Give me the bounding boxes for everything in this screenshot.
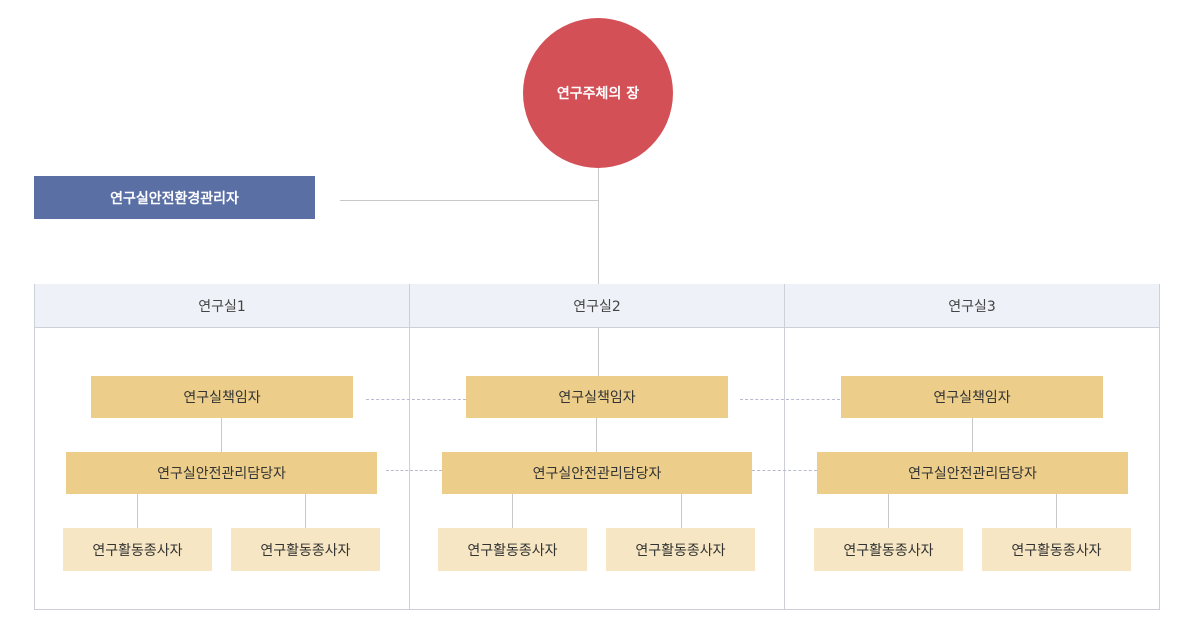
safety-manager-label: 연구실안전관리담당자	[157, 466, 286, 482]
lab3-worker-connector	[888, 494, 889, 528]
lab-header-2: 연구실2	[410, 284, 784, 328]
chief-link-dashed	[366, 399, 466, 400]
lab3-safety-manager-box: 연구실안전관리담당자	[817, 452, 1128, 494]
column-divider	[409, 284, 410, 610]
chief-label: 연구실책임자	[933, 390, 1011, 406]
lab1-safety-manager-box: 연구실안전관리담당자	[66, 452, 377, 494]
worker-label: 연구활동종사자	[260, 542, 351, 559]
lab1-worker-box-2: 연구활동종사자	[231, 528, 380, 571]
lab2-chief-box: 연구실책임자	[466, 376, 728, 418]
lab1-worker-connector	[137, 494, 138, 528]
worker-label: 연구활동종사자	[92, 542, 183, 559]
column-divider	[784, 284, 785, 610]
lab3-worker-connector	[1056, 494, 1057, 528]
head-node: 연구주체의 장	[523, 18, 673, 168]
lab3-worker-box-2: 연구활동종사자	[982, 528, 1131, 571]
worker-label: 연구활동종사자	[635, 542, 726, 559]
lab2-safety-manager-box: 연구실안전관리담당자	[442, 452, 752, 494]
lab1-chief-connector	[221, 418, 222, 452]
lab1-worker-box-1: 연구활동종사자	[63, 528, 212, 571]
lab2-chief-connector	[596, 418, 597, 452]
chief-label: 연구실책임자	[558, 390, 636, 406]
lab1-worker-connector	[305, 494, 306, 528]
lab2-worker-connector	[681, 494, 682, 528]
safety-manager-label: 연구실안전관리담당자	[908, 466, 1037, 482]
lab2-worker-box-2: 연구활동종사자	[606, 528, 755, 571]
head-label: 연구주체의 장	[556, 86, 640, 102]
lab-name: 연구실2	[573, 298, 621, 315]
worker-label: 연구활동종사자	[467, 542, 558, 559]
manager-node: 연구실안전환경관리자	[34, 176, 315, 219]
safety-link-dashed	[752, 470, 817, 471]
manager-connector-line	[340, 200, 598, 201]
head-connector-line	[598, 168, 599, 284]
lab2-worker-box-1: 연구활동종사자	[438, 528, 587, 571]
lab3-worker-box-1: 연구활동종사자	[814, 528, 963, 571]
lab3-chief-box: 연구실책임자	[841, 376, 1103, 418]
worker-label: 연구활동종사자	[1011, 542, 1102, 559]
chief-link-dashed	[740, 399, 840, 400]
lab3-chief-connector	[972, 418, 973, 452]
lab-name: 연구실3	[948, 298, 996, 315]
safety-link-dashed	[386, 470, 442, 471]
safety-manager-label: 연구실안전관리담당자	[532, 466, 662, 482]
worker-label: 연구활동종사자	[843, 542, 934, 559]
lab-header-1: 연구실1	[35, 284, 409, 328]
lab2-worker-connector	[512, 494, 513, 528]
lab-name: 연구실1	[198, 298, 246, 315]
lab2-top-connector	[598, 328, 599, 376]
lab-header-3: 연구실3	[785, 284, 1159, 328]
chief-label: 연구실책임자	[183, 390, 261, 406]
manager-label: 연구실안전환경관리자	[110, 190, 239, 207]
lab1-chief-box: 연구실책임자	[91, 376, 353, 418]
